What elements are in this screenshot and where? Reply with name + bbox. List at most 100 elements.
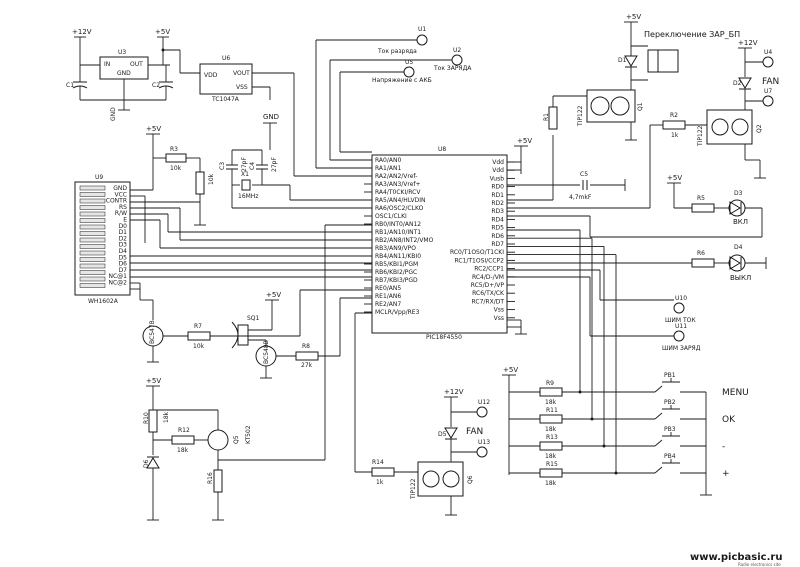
buzzer-section: BC547B R7 10k SQ1 +5V BC548B R8 27k: [142, 289, 372, 379]
c2-label: C2: [152, 82, 160, 89]
u8-right-pin-label: RD6: [491, 233, 504, 240]
u8-right-pin-label: Vss: [494, 307, 504, 314]
lcd-segment: [79, 244, 106, 249]
u8-left-pin-label: RB2/AN8/INT2/VMO: [375, 237, 434, 244]
sq1-label: SQ1: [247, 315, 260, 322]
lcd-pin-label: CONTR: [106, 198, 127, 205]
u8-right-pin-label: RC1/T1OSI/CCP2: [454, 257, 504, 264]
c1-label: C1: [66, 82, 74, 89]
lcd-pin-label: D5: [119, 254, 128, 261]
u8-part: PIC18F4550: [426, 334, 462, 341]
u3-gnd-label: GND: [117, 70, 131, 77]
u1-text: Ток разряда: [377, 48, 417, 55]
d4-text: ВЫКЛ: [730, 274, 751, 282]
u8-left-pin-label: RB3/AN9/VPO: [375, 245, 416, 252]
lcd-segment: [79, 257, 106, 262]
button-label: PB2: [664, 399, 676, 406]
r10-label: R10: [143, 412, 150, 424]
q4-part: BC548B: [263, 340, 270, 364]
lcd-bus: [130, 189, 372, 301]
u8-right-pin-label: Vdd: [492, 167, 504, 174]
r12-label: R12: [178, 427, 190, 434]
lcd-u9: U9 WH1602A GNDVCCCONTRRSR/WED0D1D2D3D4D5…: [74, 174, 131, 305]
q1-part: TIP122: [577, 105, 584, 127]
lcd-pin-label: R/W: [115, 210, 127, 217]
lcd-segment: [79, 270, 106, 275]
q6-label: Q6: [467, 475, 474, 484]
lcd-pin-label: GND: [113, 185, 127, 192]
lcd-segment: [79, 250, 106, 256]
u8-left-pin-label: RA4/T0CKI/RCV: [375, 189, 421, 196]
x1-label: X1: [241, 171, 249, 178]
pwr-5v-label-4: +5V: [626, 13, 641, 21]
button-pullup-resistor: [539, 441, 563, 451]
pwr-5v-label-8: +5V: [503, 366, 518, 374]
u8-right-pin-label: RD0: [491, 184, 504, 191]
u8-left-pin-label: RB5/KBI1/PGM: [375, 261, 418, 268]
u12-label: U12: [478, 399, 490, 406]
r6-label: R6: [697, 250, 705, 257]
r7-value: 10k: [193, 343, 205, 350]
u2-text: Ток ЗАРЯДА: [433, 65, 472, 72]
u1-label: U1: [418, 26, 426, 33]
button-resistor-label: R13: [546, 434, 558, 441]
lcd-segment: [79, 211, 106, 217]
pwr-12v-label-2: +12V: [738, 39, 758, 47]
fan-label-top: FAN: [762, 77, 779, 87]
u8-right-pin-label: RC4/D-/VM: [472, 274, 504, 281]
lcd-pin-label: NC@2: [109, 280, 128, 287]
d3-text: ВКЛ: [733, 218, 748, 226]
pwr-5v-label-7: +5V: [146, 377, 161, 385]
x1-freq: 16MHz: [238, 193, 258, 200]
watermark: www.picbasic.ru Radio electronics site: [688, 548, 800, 567]
r14-value: 1k: [376, 479, 384, 486]
d3-label: D3: [734, 190, 743, 197]
fan-label-bottom: FAN: [466, 427, 483, 437]
r10-value: 18k: [163, 411, 170, 423]
lcd-segment: [79, 198, 106, 204]
lcd-segment: [79, 283, 106, 288]
u2-label: U2: [453, 47, 461, 54]
button-label: PB1: [664, 372, 676, 379]
q1-label: Q1: [637, 102, 644, 111]
button-resistor-value: 18k: [545, 453, 557, 460]
lcd-pin-label: VCC: [115, 191, 127, 198]
q5-label: Q5: [233, 435, 240, 444]
u9-label: U9: [95, 174, 103, 181]
buttons-section: +5V R918kPB1MENUR1118kPB2OKR1318kPB3-R15…: [502, 229, 749, 496]
u8-left-pin-label: RA1/AN1: [375, 165, 401, 172]
crystal-section: GND C3 27pF C4 27pF X1 16MHz: [219, 113, 372, 209]
u8-left-pin-label: RA3/AN3/Vref+: [375, 181, 421, 188]
q6-part: TIP122: [410, 478, 417, 500]
button-resistor-value: 18k: [545, 480, 557, 487]
u8-left-pin-label: RA2/AN2/Vref-: [375, 173, 417, 180]
watermark-subtext: Radio electronics site: [738, 562, 781, 567]
lcd-pin-label: RS: [119, 204, 127, 211]
pwr-5v-label-3: +5V: [517, 137, 532, 145]
d1-label: D1: [618, 57, 627, 64]
button-label: PB4: [664, 453, 676, 460]
c3-value: 27pF: [241, 157, 248, 172]
u8-left-pin-label: RA0/AN0: [375, 157, 401, 164]
r5-label: R5: [697, 195, 705, 202]
lcd-segment: [79, 192, 106, 197]
relay-title: Переключение ЗАР_БП: [644, 30, 740, 39]
lcd-segment: [79, 205, 106, 210]
u6-part-label: TC1047A: [211, 96, 240, 103]
button-resistor-label: R9: [546, 380, 554, 387]
d2-label: D2: [733, 80, 742, 87]
u8-right-pin-label: Vss: [494, 315, 504, 322]
pwr-5v-label-1: +5V: [155, 28, 170, 36]
u8-right-pin-label: RC6/TX/CK: [472, 290, 505, 297]
pwr-5v-label-2: +5V: [146, 125, 161, 133]
r1-label: R1: [543, 113, 550, 121]
u8-left-pin-label: RB0/INT0/AN12: [375, 221, 421, 228]
u8-right-pin-label: RD1: [491, 192, 504, 199]
u11-label: U11: [675, 323, 687, 330]
u8-right-pin-label: RD3: [491, 208, 504, 215]
u8-right-pin-label: RC2/CCP1: [474, 266, 504, 273]
r4-value: 10k: [208, 173, 215, 185]
mcu-power: +5V C5 4,7mkF: [507, 137, 626, 335]
u3-out-label: OUT: [130, 61, 143, 68]
